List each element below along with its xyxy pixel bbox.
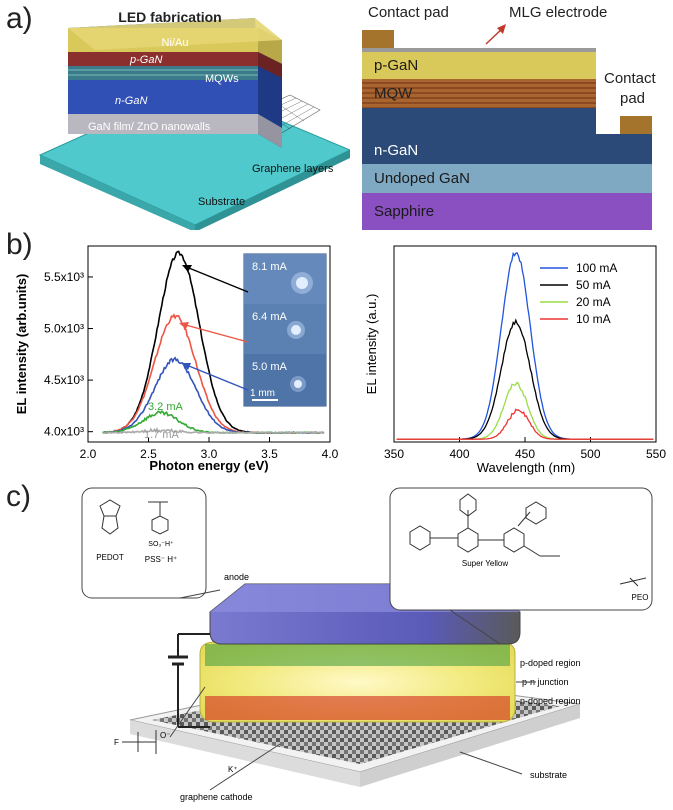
chart1-series-1-7-mA [102, 427, 325, 435]
chart1-ytick-label: 5.0x10³ [44, 322, 84, 336]
mlg-electrode-label: MLG electrode [509, 4, 608, 21]
pedot-label: PEDOT [96, 553, 124, 562]
niau-label: Ni/Au [162, 37, 189, 49]
chart2-xtick-label: 550 [646, 447, 666, 461]
pgan-layer [68, 52, 258, 66]
pedot-structure [99, 499, 121, 535]
chart1-ytick-label: 4.0x10³ [44, 425, 84, 439]
sapphire-layer: Sapphire [362, 193, 652, 230]
lec-device-diagram: PEDOT SO₃⁻H⁺ PSS⁻ H⁺ anode Super Yellow … [81, 487, 653, 802]
inset-current-2: 6.4 mA [252, 311, 288, 323]
k-plus-label: K⁺ [228, 765, 238, 774]
emission-spot-2 [291, 325, 301, 335]
mlg-arrow-icon [485, 24, 506, 45]
pedot-pss-box [81, 487, 207, 599]
pn-junction-label: p-n junction [522, 677, 569, 687]
substrate-side-left [130, 720, 360, 787]
contact-pad-right-label-1: Contact [604, 70, 656, 87]
chart2-xlabel: Wavelength (nm) [477, 460, 576, 475]
panel-c-label: c) [6, 480, 31, 513]
chart1-xtick-label: 3.5 [261, 447, 278, 461]
ngan-lower [362, 134, 652, 164]
pgan-label: p-GaN [129, 54, 162, 66]
pss-label: PSS⁻ H⁺ [145, 555, 177, 564]
contact-pad-left-label: Contact pad [368, 4, 449, 21]
label-1-7mA: 1.7 mA [144, 429, 180, 441]
arrow-6mA [181, 323, 249, 343]
super-yellow-structure [409, 493, 647, 587]
ngan-upper [362, 108, 596, 134]
chart2-legend: 100 mA 50 mA 20 mA 10 mA [540, 261, 617, 326]
substrate-label: substrate [530, 770, 567, 780]
inset-current-1: 8.1 mA [252, 261, 288, 273]
label-3-2mA: 3.2 mA [148, 401, 184, 413]
graphene-layers-label: Graphene layers [252, 163, 334, 175]
legend-label: 50 mA [576, 278, 611, 292]
p-doped-region [205, 644, 510, 666]
graphene-cathode-label: graphene cathode [180, 792, 253, 802]
chart2-series-10-mA [396, 408, 654, 440]
inset-scale-label: 1 mm [250, 388, 275, 399]
mlg-led-cross-section: Contact pad MLG electrode p-GaN MQW n-Ga… [362, 0, 662, 235]
chart1-xtick-label: 3.0 [201, 447, 218, 461]
chart1-xtick-label: 2.0 [80, 447, 97, 461]
ngan-label: n-GaN [115, 95, 147, 107]
panel-b-label: b) [6, 228, 33, 261]
gan-film-label: GaN film/ ZnO nanowalls [88, 121, 211, 133]
chart2-xtick-label: 500 [580, 447, 600, 461]
chart1-ytick-label: 4.5x10³ [44, 373, 84, 387]
chart1-xlabel: Photon energy (eV) [149, 458, 268, 473]
chart2-ylabel: EL intensity (a.u.) [364, 294, 379, 395]
chart2-xtick-label: 350 [384, 447, 404, 461]
triflate-structure [122, 730, 157, 754]
contact-pad-left [362, 30, 394, 48]
led-emission-inset: 8.1 mA 6.4 mA 5.0 mA 1 mm [243, 253, 327, 407]
led-fabrication-diagram: LED fabrication Ni/Au p-GaN MQWs n-GaN G… [38, 9, 350, 230]
chart1-ytick-label: 5.5x10³ [44, 270, 84, 284]
inset-current-3: 5.0 mA [252, 361, 288, 373]
chart2-xtick-label: 450 [515, 447, 535, 461]
panel-a-label: a) [6, 2, 33, 35]
substrate-side-right [360, 704, 580, 787]
substrate-label: Substrate [198, 196, 245, 208]
chart1-ylabel: EL intensity (arb.units) [14, 274, 29, 415]
svg-text:F: F [114, 738, 119, 747]
arrow-5mA [183, 363, 249, 391]
led-fabrication-title: LED fabrication [118, 9, 221, 25]
arrow-8mA [183, 265, 249, 293]
svg-text:O⁻: O⁻ [160, 731, 170, 740]
el-photon-energy-chart: 2.0 2.5 3.0 3.5 4.0 4.0x10³ 4.5x10³ 5.0x10³ 5.5x… [14, 245, 339, 473]
gan-film-layer [68, 114, 258, 134]
el-wavelength-chart: 350 400 450 500 550 100 mA 50 mA 20 mA 10 mA Wa… [364, 245, 666, 475]
chart1-xtick-label: 4.0 [322, 447, 339, 461]
mqw-layer: MQW [362, 79, 596, 108]
n-doped-label: n-doped region [520, 696, 581, 706]
undoped-gan-layer: Undoped GaN [362, 164, 652, 193]
mqws-label: MQWs [205, 73, 239, 85]
so3-label: SO₃⁻H⁺ [148, 541, 174, 548]
contact-pad-right-label-2: pad [620, 90, 646, 107]
p-doped-label: p-doped region [520, 658, 581, 668]
substrate-side-left [40, 155, 195, 230]
legend-label: 100 mA [576, 261, 617, 275]
n-doped-region [205, 696, 510, 720]
emission-spot-1 [296, 277, 308, 289]
pss-structure [148, 501, 169, 535]
super-yellow-label: Super Yellow [462, 559, 508, 568]
super-yellow-box [389, 487, 653, 611]
substrate-side-right [195, 150, 350, 230]
anode-label: anode [224, 572, 249, 582]
mqw-layer [68, 66, 258, 80]
ngan-label: n-GaN [374, 142, 419, 159]
chart2-xtick-label: 400 [449, 447, 469, 461]
pgan-layer: p-GaN [362, 52, 596, 79]
contact-pad-right [620, 116, 652, 134]
chart1-xtick-label: 2.5 [140, 447, 157, 461]
emission-spot-3 [294, 380, 302, 388]
legend-label: 20 mA [576, 295, 611, 309]
peo-label: PEO [632, 593, 649, 602]
legend-label: 10 mA [576, 312, 611, 326]
mlg-electrode [362, 48, 596, 52]
ngan-layer [68, 80, 258, 114]
